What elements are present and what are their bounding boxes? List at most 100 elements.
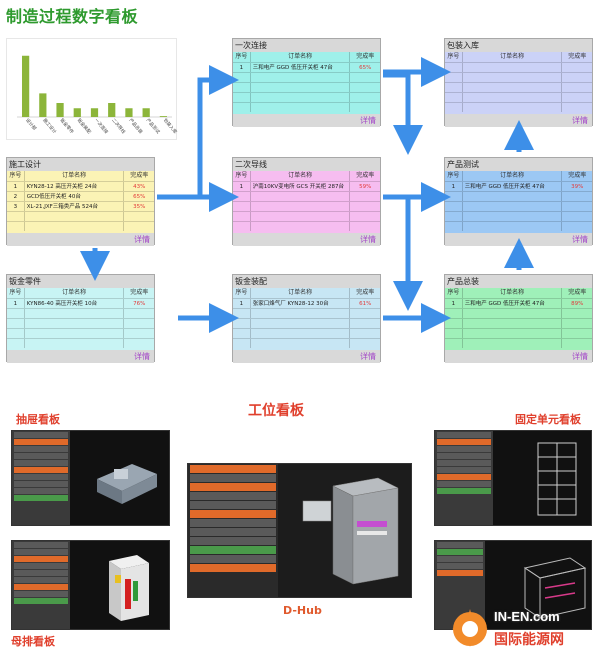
detail-link[interactable]: 详情 bbox=[233, 233, 380, 246]
screen-chouti[interactable] bbox=[11, 430, 170, 526]
table-row bbox=[445, 201, 592, 211]
detail-link[interactable]: 详情 bbox=[233, 350, 380, 363]
sidebar-row bbox=[14, 432, 68, 438]
cell-order-name bbox=[463, 329, 563, 338]
sidebar-row bbox=[437, 439, 491, 445]
screen-dhub[interactable] bbox=[187, 463, 412, 598]
bar-8 bbox=[159, 116, 168, 117]
header-cell: 完成率 bbox=[130, 172, 149, 179]
sidebar-row bbox=[437, 563, 483, 569]
sidebar-row bbox=[190, 492, 276, 500]
detail-link[interactable]: 详情 bbox=[233, 114, 380, 127]
cell-order-name bbox=[463, 93, 563, 102]
cell-order-name: 沪南10KV变电所 GCS 开关柜 287台 bbox=[251, 182, 351, 191]
cell-number bbox=[233, 103, 251, 112]
screen-guding[interactable] bbox=[434, 430, 592, 526]
cell-number bbox=[445, 63, 463, 72]
sidebar-row bbox=[14, 467, 68, 473]
sidebar-row bbox=[14, 549, 68, 555]
sidebar-row bbox=[190, 519, 276, 527]
cell-number bbox=[445, 73, 463, 82]
cell-number: 1 bbox=[7, 299, 25, 308]
cell-number: 1 bbox=[7, 182, 25, 191]
header-cell: 订单名称 bbox=[25, 171, 125, 181]
header-cell: 订单名称 bbox=[463, 171, 563, 181]
header-cell: 序号 bbox=[7, 171, 25, 181]
cell-number bbox=[445, 222, 463, 231]
sidebar-row bbox=[14, 474, 68, 480]
arrow-group bbox=[80, 57, 534, 333]
detail-link[interactable]: 详情 bbox=[7, 233, 154, 246]
sidebar-row bbox=[437, 556, 483, 562]
watermark-line2: 国际能源网 bbox=[494, 632, 564, 648]
table-row bbox=[233, 338, 380, 348]
table-row bbox=[233, 82, 380, 92]
detail-link[interactable]: 详情 bbox=[7, 350, 154, 363]
sidebar-row bbox=[14, 598, 68, 604]
cell-order-name bbox=[251, 192, 351, 201]
cell-number bbox=[233, 309, 251, 318]
board-header-row: 序号订单名称完成率 bbox=[233, 171, 380, 181]
sidebar-row bbox=[437, 481, 491, 487]
board-header-row: 序号订单名称完成率 bbox=[7, 171, 154, 181]
sidebar-row bbox=[190, 465, 276, 473]
table-row bbox=[233, 221, 380, 231]
sidebar-row bbox=[437, 467, 491, 473]
label-chouti: 抽屉看板 bbox=[16, 413, 60, 426]
sidebar-row bbox=[14, 584, 68, 590]
arrow-shigong-yici bbox=[157, 65, 239, 200]
cell-order-name bbox=[251, 319, 351, 328]
board-header-row: 序号订单名称完成率 bbox=[445, 52, 592, 62]
table-row bbox=[233, 201, 380, 211]
table-row bbox=[445, 328, 592, 338]
busbar-model-icon bbox=[109, 555, 149, 621]
cell-number bbox=[7, 329, 25, 338]
screen-sidebar bbox=[12, 541, 70, 629]
table-row bbox=[7, 308, 154, 318]
cell-order-name bbox=[463, 212, 563, 221]
sidebar-row bbox=[14, 488, 68, 494]
sidebar-row bbox=[437, 460, 491, 466]
cell-rate: 65% bbox=[359, 65, 372, 71]
sidebar-row bbox=[190, 483, 276, 491]
header-cell: 订单名称 bbox=[251, 52, 351, 62]
arrow-yici-right bbox=[383, 72, 423, 155]
table-row bbox=[233, 72, 380, 82]
table-row bbox=[233, 308, 380, 318]
sidebar-row bbox=[190, 510, 276, 518]
header-cell: 完成率 bbox=[356, 53, 375, 60]
screen-muxian[interactable] bbox=[11, 540, 170, 630]
header-cell: 订单名称 bbox=[25, 288, 125, 298]
sidebar-row bbox=[190, 546, 276, 554]
sidebar-row bbox=[14, 577, 68, 583]
detail-link[interactable]: 详情 bbox=[445, 350, 592, 363]
board-title: 钣金装配 bbox=[233, 275, 380, 288]
cell-number: 3 bbox=[7, 202, 25, 211]
watermark-logo-icon bbox=[452, 609, 488, 647]
cell-number bbox=[7, 339, 25, 348]
table-row bbox=[233, 191, 380, 201]
header-cell: 序号 bbox=[233, 171, 251, 181]
header-cell: 订单名称 bbox=[463, 52, 563, 62]
cell-number bbox=[233, 192, 251, 201]
sidebar-row bbox=[190, 501, 276, 509]
cell-number bbox=[233, 83, 251, 92]
cell-number bbox=[233, 212, 251, 221]
screen-extra[interactable] bbox=[434, 540, 592, 630]
watermark-line1: IN-EN.com bbox=[494, 609, 560, 624]
cell-order-name bbox=[463, 63, 563, 72]
cell-rate: 65% bbox=[133, 194, 146, 200]
table-row bbox=[7, 211, 154, 221]
sidebar-row bbox=[190, 474, 276, 482]
sidebar-row bbox=[437, 488, 491, 494]
